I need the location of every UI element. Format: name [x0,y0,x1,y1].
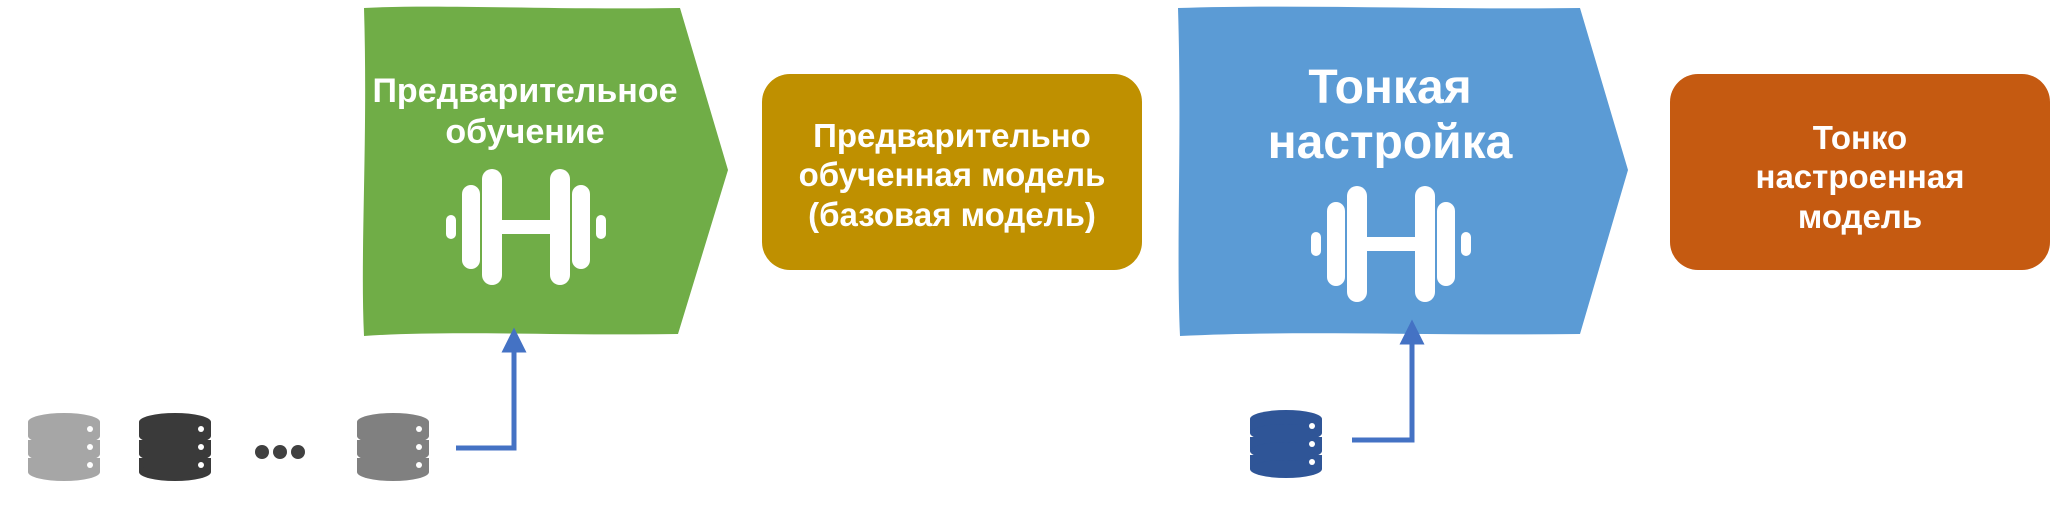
database-icon [139,413,211,481]
ellipsis-icon [255,445,305,459]
database-icon [357,413,429,481]
database-icon [1250,410,1322,478]
pretraining-stage-title: Предварительное обучение [372,72,678,151]
database-icon [28,413,100,481]
finetuned-model-box [1670,74,2050,270]
pretrained-model-box [762,74,1142,270]
pretrained-model-label: Предварительно обученная модель (базовая… [798,116,1106,233]
finetuning-stage-title: Тонкая настройка [1267,60,1513,169]
finetuned-model-label: Тонко настроенная модель [1755,118,1965,235]
finetuning-stage-chevron [1178,6,1628,337]
pretraining-stage-chevron [362,6,728,337]
finetuning-data-arrow [1352,319,1425,443]
pretraining-data-arrow [456,327,527,451]
